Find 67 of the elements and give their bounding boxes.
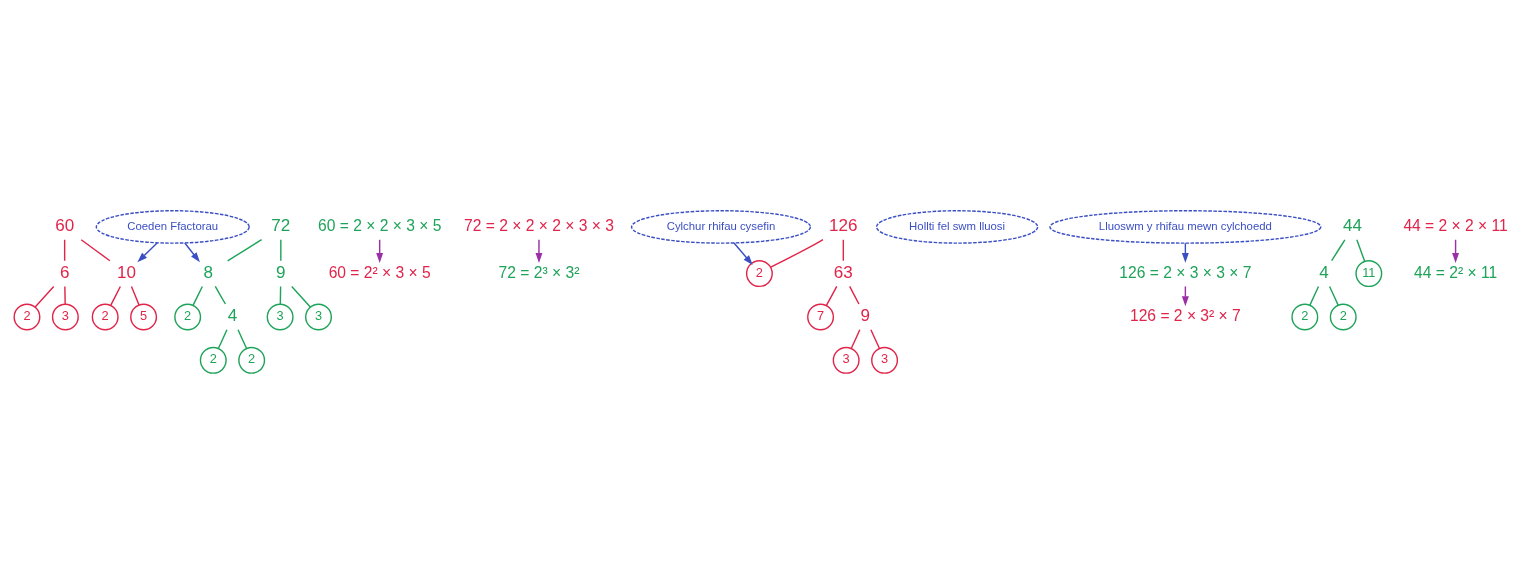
node-text: 72: [271, 216, 291, 236]
node-text: 44: [1342, 216, 1362, 236]
node-text: 9: [860, 306, 871, 326]
connector: [226, 238, 263, 262]
node-circle: 7: [807, 303, 835, 331]
node-ellipse: Hollti fel swm lluosi: [875, 210, 1039, 244]
connector: [237, 329, 248, 350]
node-circle: 2: [174, 303, 202, 331]
node-text: 4: [227, 306, 238, 326]
node-circle: 3: [266, 303, 294, 331]
connector: [80, 239, 111, 262]
connector: [1356, 239, 1366, 263]
node-text: 60 = 2² × 3 × 5: [328, 263, 431, 281]
connector: [850, 329, 861, 350]
node-ellipse: Coeden Ffactorau: [95, 210, 250, 244]
connector: [842, 239, 845, 262]
connector: [192, 285, 204, 306]
node-text: 60 = 2 × 2 × 3 × 5: [317, 216, 442, 234]
node-text: 72 = 2³ × 3²: [498, 263, 580, 281]
node-text: 6: [59, 263, 70, 283]
connector: [63, 239, 66, 262]
node-circle: 2: [1329, 303, 1357, 331]
connector: [849, 285, 860, 305]
arrow: [535, 239, 543, 263]
node-text: 126: [829, 216, 858, 236]
connector: [1309, 285, 1320, 306]
connector: [825, 285, 838, 307]
node-text: 10: [117, 263, 137, 283]
connector: [1328, 285, 1339, 306]
node-circle: 3: [832, 346, 860, 374]
node-text: 8: [203, 263, 214, 283]
node-circle: 2: [745, 260, 773, 288]
node-circle: 2: [13, 303, 41, 331]
node-circle: 2: [199, 346, 227, 374]
connector: [217, 329, 228, 350]
node-circle: 2: [238, 346, 266, 374]
node-ellipse: Cylchur rhifau cysefin: [630, 210, 812, 244]
node-circle: 11: [1355, 260, 1383, 288]
connector: [110, 285, 122, 306]
node-ellipse: Lluoswm y rhifau mewn cylchoedd: [1049, 210, 1322, 244]
node-text: 9: [276, 263, 286, 283]
node-text: 44 = 2² × 11: [1414, 263, 1498, 281]
connector: [64, 285, 66, 305]
node-circle: 5: [130, 303, 158, 331]
connector: [870, 329, 881, 350]
node-circle: 3: [305, 303, 333, 331]
arrow: [184, 242, 200, 263]
node-circle: 2: [91, 303, 119, 331]
node-text: 60: [55, 216, 75, 236]
connector: [770, 238, 824, 268]
connector: [280, 239, 282, 262]
connector: [291, 285, 311, 308]
node-circle: 2: [1291, 303, 1319, 331]
node-text: 72 = 2 × 2 × 2 × 3 × 3: [464, 216, 614, 234]
arrow: [733, 242, 753, 266]
node-text: 63: [833, 263, 853, 283]
connector: [1330, 239, 1346, 262]
node-text: 126 = 2 × 3² × 7: [1129, 306, 1241, 324]
connector: [130, 285, 140, 306]
node-text: 4: [1319, 263, 1329, 283]
node-circle: 3: [51, 303, 79, 331]
node-text: 44 = 2 × 2 × 11: [1403, 216, 1508, 234]
node-circle: 3: [871, 346, 899, 374]
connector: [214, 285, 227, 305]
connector: [34, 285, 55, 308]
node-text: 126 = 2 × 3 × 3 × 7: [1119, 263, 1252, 281]
arrow: [137, 242, 159, 263]
